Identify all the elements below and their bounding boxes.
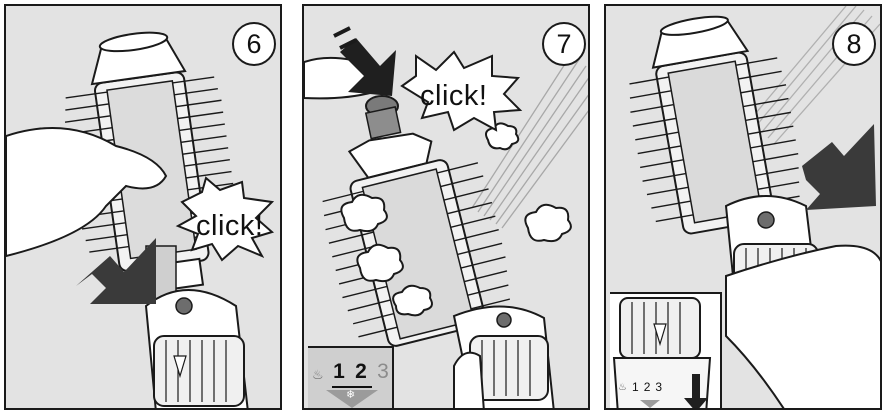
step-number-badge: 8 bbox=[832, 22, 876, 66]
panel-step-8: 8 ♨ 1 2 3 bbox=[604, 4, 882, 410]
heat-icon: ♨ bbox=[618, 382, 627, 393]
dial-level-1: 1 bbox=[632, 380, 639, 394]
setting-level-2: 2 bbox=[350, 360, 372, 384]
click-callout: click! bbox=[196, 210, 263, 243]
panel-step-6: 6 click! bbox=[4, 4, 282, 410]
setting-inset: ♨ 1 2 3 ❄ bbox=[308, 346, 394, 410]
dial-level-2: 2 bbox=[644, 380, 651, 394]
arrow-down-icon bbox=[802, 124, 876, 210]
dial-levels: 1 2 3 bbox=[632, 380, 662, 394]
dial-level-3: 3 bbox=[655, 380, 662, 394]
step-number-badge: 6 bbox=[232, 22, 276, 66]
step-number-badge: 7 bbox=[542, 22, 586, 66]
panel-step-7: 7 click! ♨ 1 2 3 ❄ bbox=[302, 4, 590, 410]
dial-inset: ♨ 1 2 3 bbox=[610, 292, 722, 410]
setting-level-1: 1 bbox=[328, 360, 350, 384]
illustration-attach-brush bbox=[6, 6, 282, 410]
click-callout: click! bbox=[420, 80, 487, 113]
setting-level-3: 3 bbox=[372, 360, 394, 384]
snowflake-icon: ❄ bbox=[346, 388, 355, 401]
